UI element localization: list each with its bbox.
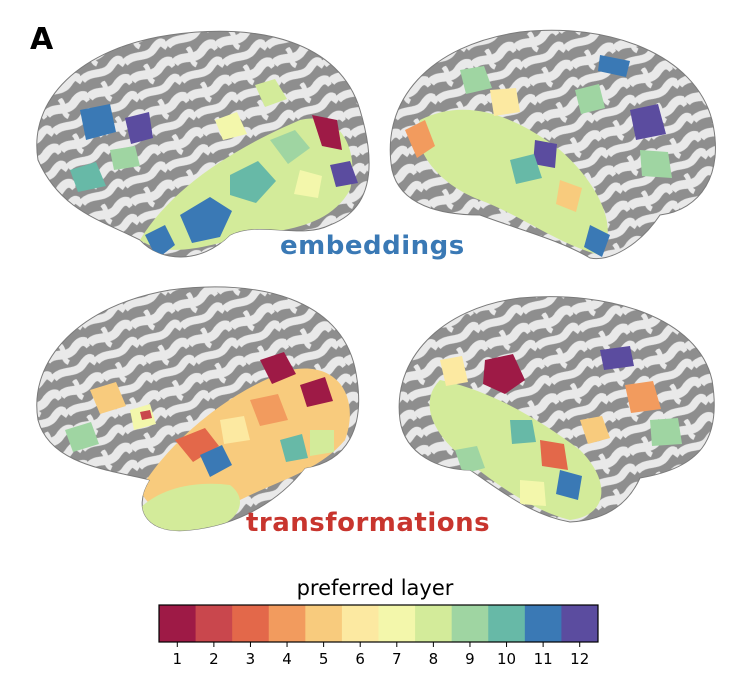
colorbar-swatch-1 — [159, 605, 197, 642]
colorbar-tick-label: 10 — [497, 650, 516, 668]
colorbar-swatch-7 — [378, 605, 416, 642]
colorbar-tick-label: 4 — [282, 650, 292, 668]
colorbar-tick-label: 5 — [319, 650, 329, 668]
colorbar-swatch-8 — [415, 605, 453, 642]
colorbar-tick-label: 7 — [392, 650, 402, 668]
colorbar-swatch-5 — [305, 605, 343, 642]
colorbar-tick-label: 1 — [173, 650, 183, 668]
colorbar-title: preferred layer — [296, 576, 454, 600]
panel-label: A — [30, 22, 54, 57]
colorbar-swatch-6 — [341, 605, 379, 642]
embeddings-caption: embeddings — [280, 231, 465, 261]
colorbar-tick-label: 8 — [429, 650, 439, 668]
transformations-caption: transformations — [246, 508, 491, 538]
colorbar-swatch-4 — [268, 605, 306, 642]
colorbar-swatch-9 — [451, 605, 489, 642]
colorbar-swatch-11 — [524, 605, 562, 642]
colorbar-swatch-10 — [488, 605, 526, 642]
colorbar-tick-label: 2 — [209, 650, 219, 668]
colorbar-tick-label: 6 — [355, 650, 365, 668]
brain-transformations-left — [36, 286, 360, 532]
colorbar-tick-label: 12 — [570, 650, 589, 668]
brain-transformations-right — [398, 296, 715, 523]
colorbar-tick-label: 3 — [246, 650, 256, 668]
colorbar-swatch-3 — [232, 605, 270, 642]
colorbar-swatch-12 — [561, 605, 599, 642]
colorbar-tick-label: 9 — [465, 650, 475, 668]
colorbar-border — [158, 604, 599, 643]
colorbar-tick-label: 11 — [534, 650, 553, 668]
brain-embeddings-left — [36, 30, 370, 258]
colorbar-swatch-2 — [195, 605, 233, 642]
brain-embeddings-right — [389, 29, 716, 260]
